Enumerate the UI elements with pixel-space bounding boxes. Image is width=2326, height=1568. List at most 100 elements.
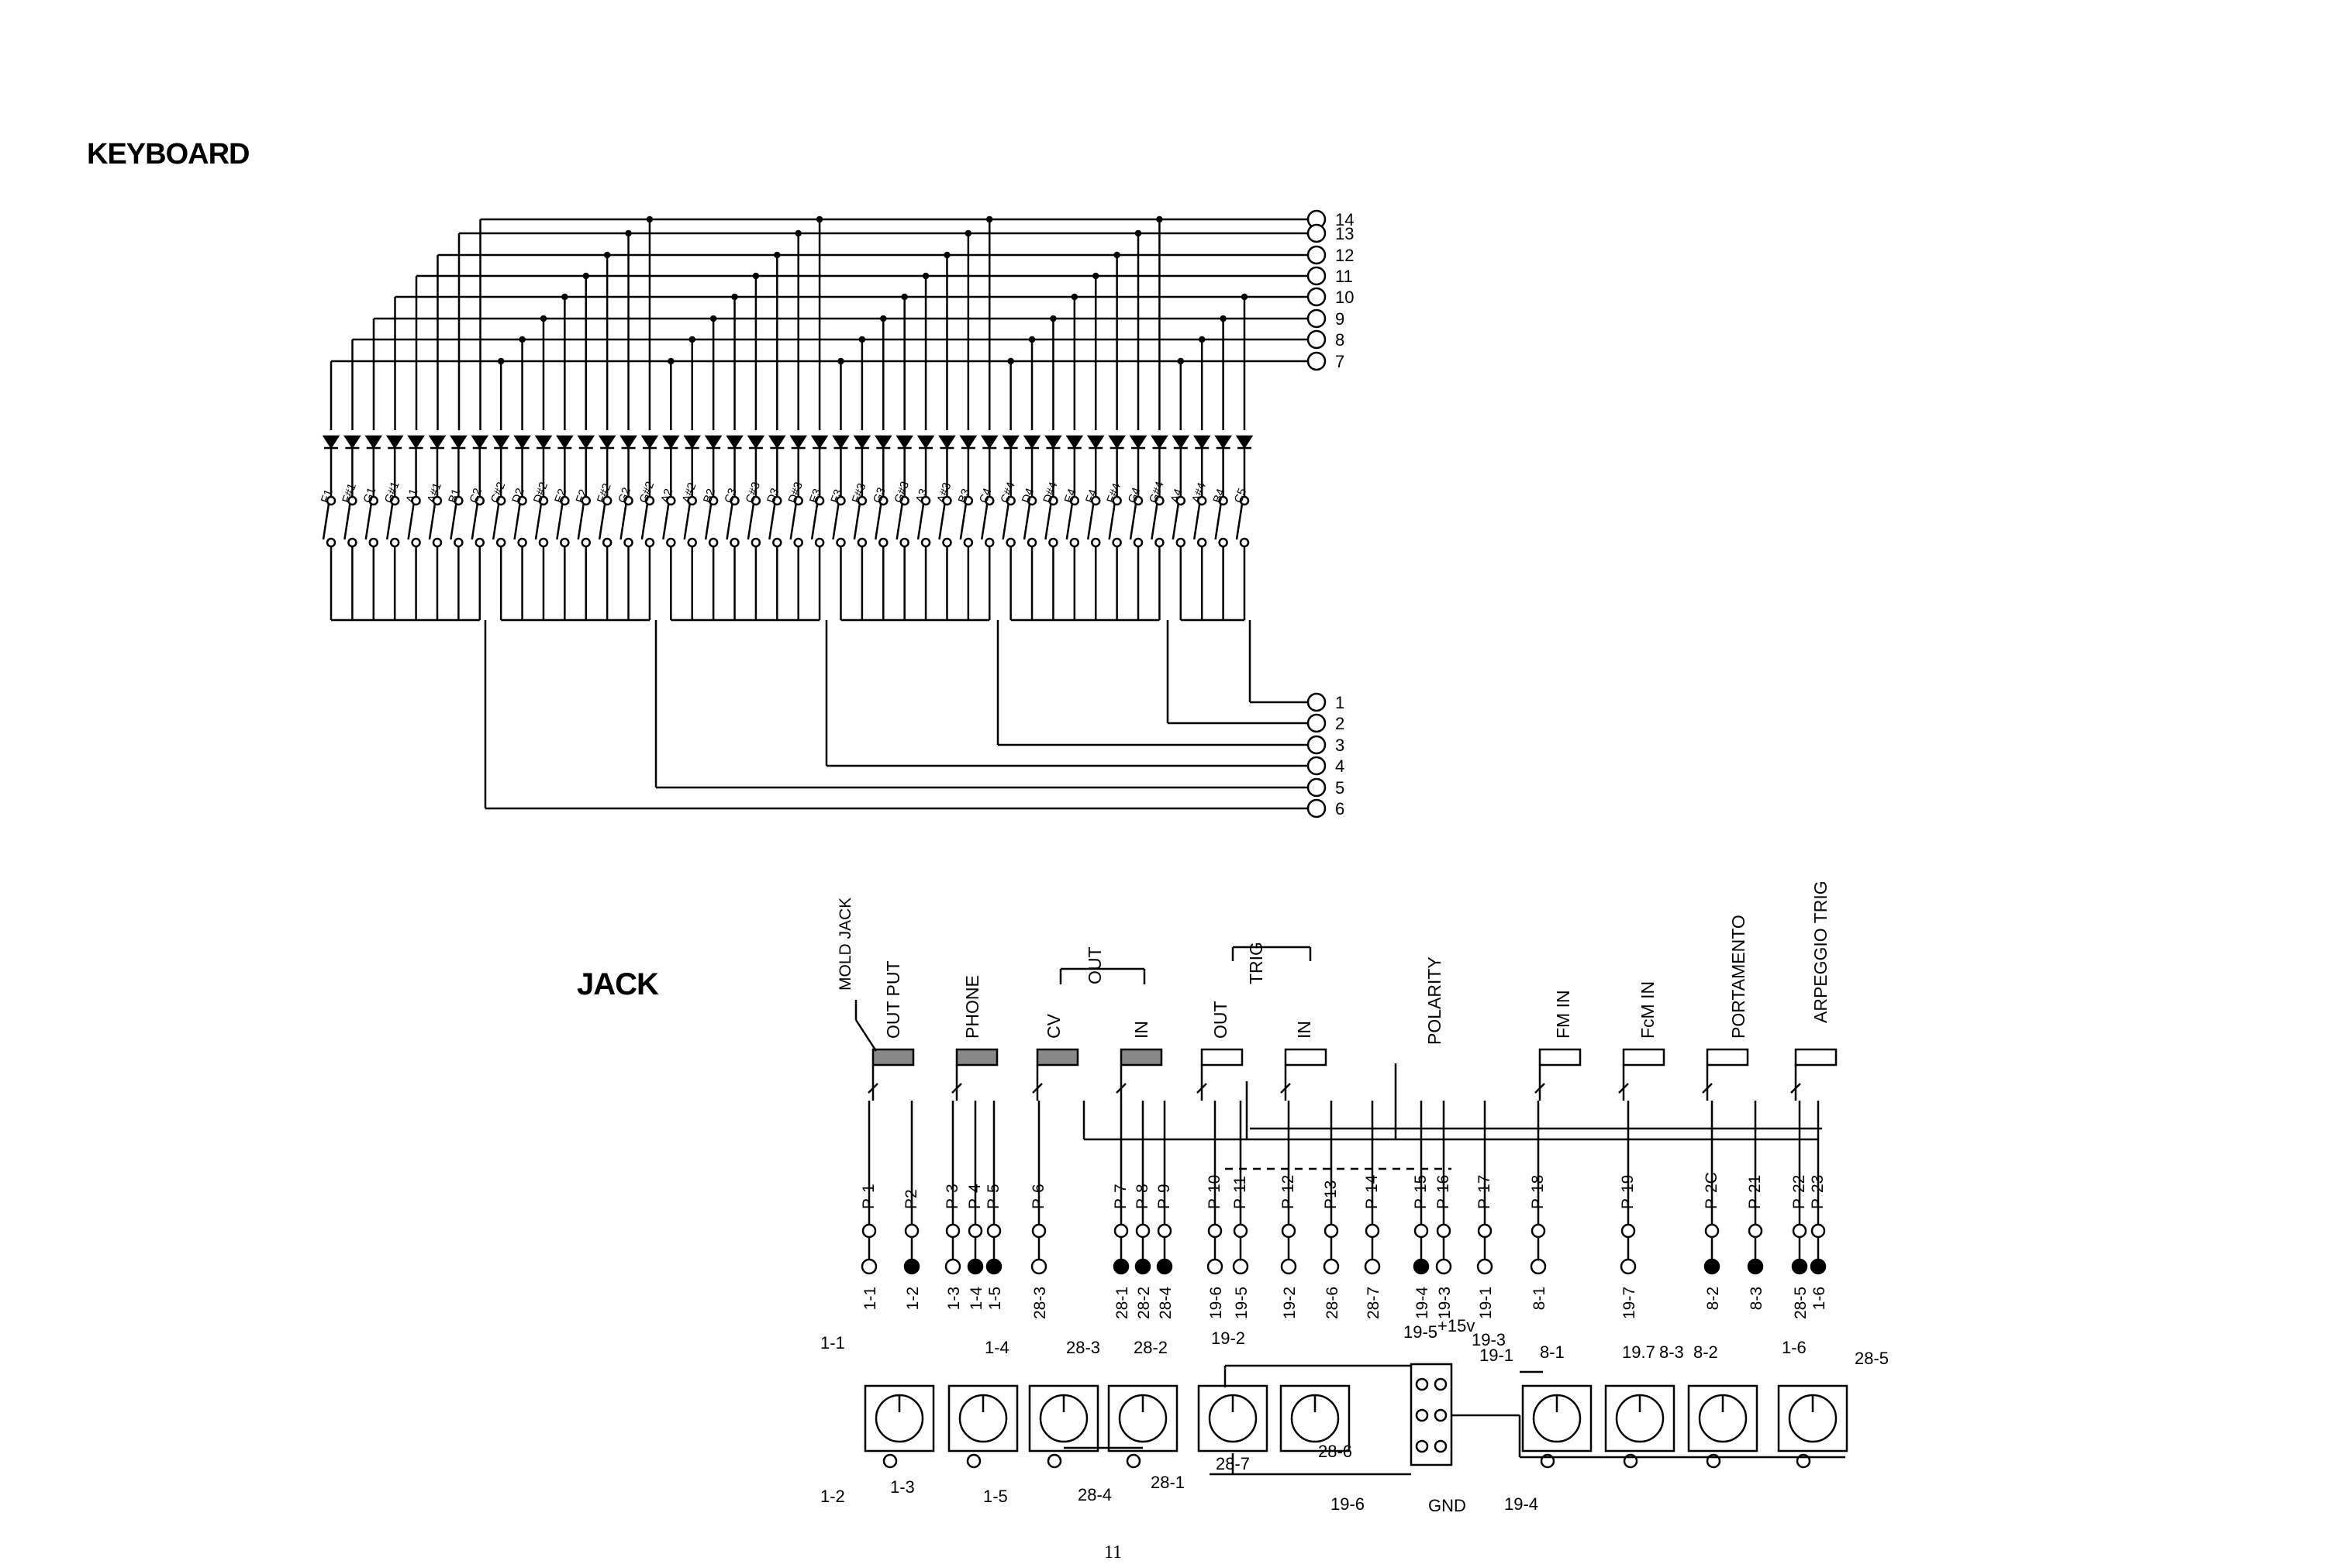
pin-label: P-9 bbox=[1155, 1184, 1173, 1209]
junction bbox=[731, 293, 738, 301]
switch-lug bbox=[1415, 1408, 1429, 1422]
switch-contact bbox=[1069, 495, 1080, 506]
diode bbox=[1214, 435, 1232, 450]
terminal-label: 11 bbox=[1335, 267, 1353, 286]
terminal bbox=[1306, 266, 1327, 286]
switch-blade bbox=[981, 503, 989, 540]
wire-terminal bbox=[1530, 1258, 1547, 1275]
pin-label: P-11 bbox=[1231, 1176, 1249, 1209]
switch-contact bbox=[538, 495, 549, 506]
group-label: OUT bbox=[1085, 946, 1105, 984]
switch-contact bbox=[1090, 537, 1101, 548]
leader bbox=[854, 1019, 878, 1052]
junction bbox=[646, 215, 654, 223]
wire-label: 28-6 bbox=[1323, 1287, 1341, 1319]
panel-jack-body bbox=[1107, 1384, 1179, 1453]
panel-label: 19-2 bbox=[1211, 1328, 1245, 1348]
switch-blade bbox=[534, 503, 543, 540]
diode bbox=[385, 435, 404, 450]
junction bbox=[1241, 293, 1248, 301]
terminal-label: 12 bbox=[1335, 246, 1354, 265]
terminal-label: 9 bbox=[1335, 309, 1344, 329]
diode bbox=[556, 435, 574, 450]
wire-label: 19-6 bbox=[1207, 1287, 1225, 1319]
group-label: IN bbox=[1131, 1021, 1151, 1039]
wire-terminal bbox=[1030, 1258, 1047, 1275]
wire-label: 28-1 bbox=[1113, 1287, 1131, 1319]
switch-contact bbox=[454, 495, 464, 506]
switch-contact bbox=[454, 537, 464, 548]
terminal bbox=[1306, 735, 1327, 755]
switch-contact bbox=[708, 495, 719, 506]
switch-contact bbox=[942, 537, 952, 548]
pin-terminal bbox=[904, 1223, 920, 1239]
diode bbox=[874, 435, 892, 450]
switch-blade bbox=[364, 503, 373, 540]
terminal bbox=[1306, 245, 1327, 265]
diode bbox=[896, 435, 913, 450]
key-label: G4 bbox=[1126, 486, 1144, 505]
pin-label: P-19 bbox=[1619, 1175, 1637, 1209]
panel-jack-lug bbox=[1047, 1453, 1062, 1469]
switch-contact bbox=[602, 495, 613, 506]
switch-contact bbox=[1239, 537, 1250, 548]
switch-contact bbox=[708, 537, 719, 548]
panel-jack-lug bbox=[882, 1453, 898, 1469]
switch-contact bbox=[475, 537, 485, 548]
switch-contact bbox=[389, 495, 400, 506]
key-label: D2 bbox=[509, 487, 527, 505]
diode bbox=[662, 435, 680, 450]
diode bbox=[683, 435, 702, 450]
diode bbox=[789, 435, 807, 450]
switch-contact bbox=[475, 495, 485, 506]
junction bbox=[880, 315, 887, 322]
group-label: PORTAMENTO bbox=[1728, 915, 1748, 1039]
diode bbox=[1023, 435, 1041, 450]
wire-label: 28-2 bbox=[1135, 1287, 1153, 1319]
diode bbox=[832, 435, 850, 450]
diode bbox=[768, 435, 786, 450]
switch-contact bbox=[368, 537, 379, 548]
wire-terminal bbox=[861, 1258, 878, 1275]
wire-terminal bbox=[903, 1258, 920, 1275]
switch-blade bbox=[1023, 503, 1031, 540]
switch-contact bbox=[793, 495, 803, 506]
switch-contact bbox=[432, 537, 443, 548]
switch-contact bbox=[560, 495, 570, 506]
panel-label: 1-6 bbox=[1782, 1338, 1807, 1357]
junction bbox=[540, 315, 547, 322]
pin-label: P-21 bbox=[1746, 1175, 1764, 1209]
wire-label: 8-3 bbox=[1748, 1287, 1765, 1310]
terminal-label: 3 bbox=[1335, 736, 1344, 755]
junction bbox=[858, 336, 866, 343]
switch-contact bbox=[814, 495, 825, 506]
switch-blade bbox=[1108, 503, 1116, 540]
jack-tip bbox=[1790, 1083, 1801, 1094]
switch-contact bbox=[878, 537, 889, 548]
terminal bbox=[1306, 329, 1327, 350]
switch-contact bbox=[814, 537, 825, 548]
switch-contact bbox=[623, 537, 633, 548]
switch-contact bbox=[1218, 537, 1228, 548]
jack-symbol bbox=[871, 1048, 915, 1067]
switch-contact bbox=[1175, 495, 1186, 506]
switch-contact bbox=[1175, 537, 1186, 548]
key-label: C4 bbox=[977, 487, 995, 505]
switch-contact bbox=[602, 537, 613, 548]
panel-jack-body bbox=[1521, 1384, 1593, 1453]
panel-label: 19-1 bbox=[1479, 1346, 1513, 1365]
page-number: 11 bbox=[1104, 1542, 1123, 1563]
switch-blade bbox=[492, 503, 500, 540]
switch-contact bbox=[1196, 495, 1207, 506]
key-label: B3 bbox=[956, 487, 973, 505]
terminal bbox=[1306, 287, 1327, 307]
pin-label: P-2C bbox=[1703, 1172, 1720, 1209]
pin-terminal bbox=[1748, 1223, 1763, 1239]
wire-label: 1-6 bbox=[1810, 1287, 1828, 1310]
junction bbox=[603, 251, 611, 259]
wire-terminal bbox=[1206, 1258, 1223, 1275]
terminal-label: 4 bbox=[1335, 756, 1344, 776]
panel-jack-lug bbox=[1540, 1453, 1555, 1469]
pin-label: P-14 bbox=[1363, 1174, 1381, 1209]
